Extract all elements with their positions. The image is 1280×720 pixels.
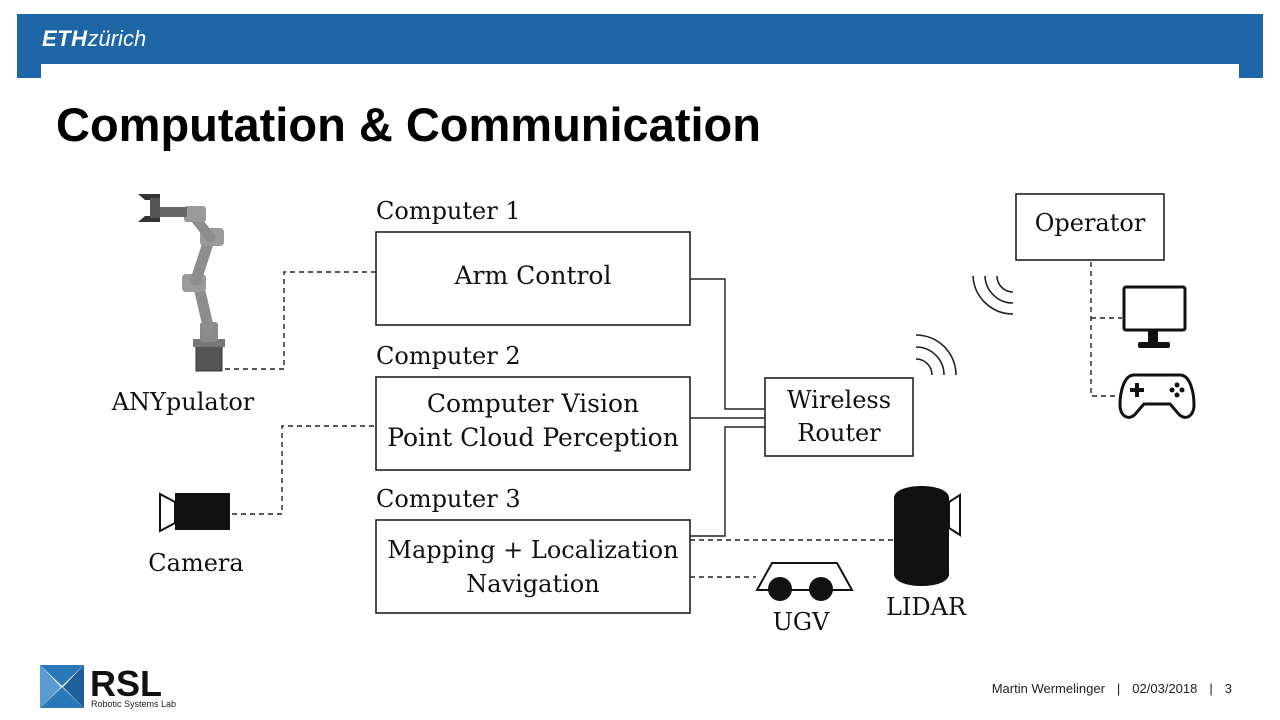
operator-wifi-signal-icon	[972, 275, 1014, 315]
computer3-task-2: Navigation	[466, 570, 599, 598]
router-label-2: Router	[797, 419, 881, 447]
ugv-icon	[755, 562, 854, 601]
router-wifi-signal-icon	[915, 334, 957, 376]
link-anypulator-computer1	[225, 271, 376, 370]
computer2-label: Computer 2	[376, 342, 521, 370]
computer1-task: Arm Control	[454, 261, 612, 290]
footer-page-number: 3	[1224, 681, 1232, 696]
slide-title: Computation & Communication	[56, 98, 761, 151]
link-computer1-router	[690, 278, 765, 410]
link-operator-devices	[1090, 262, 1122, 397]
rsl-logo: RSL	[40, 663, 162, 708]
operator-box	[1015, 193, 1165, 261]
operator-label: Operator	[1035, 209, 1146, 237]
header-bar-edge-left	[17, 64, 41, 78]
monitor-icon	[1122, 285, 1187, 348]
camera-icon	[159, 492, 230, 533]
router-box	[764, 377, 914, 457]
computer1-box	[375, 231, 691, 326]
camera-label: Camera	[148, 549, 243, 577]
robot-arm-icon	[138, 194, 225, 372]
footer-date: 02/03/2018	[1132, 681, 1198, 696]
anypulator-label: ANYpulator	[111, 388, 255, 416]
eth-zurich-logo: ETHzürich	[42, 26, 146, 52]
footer-separator: |	[1116, 681, 1121, 696]
rsl-logo-text: RSL	[90, 663, 162, 704]
link-camera-computer2	[232, 425, 376, 515]
gamepad-icon	[1118, 373, 1196, 419]
header-bar-edge-right	[1239, 64, 1263, 78]
rsl-logo-subtitle: Robotic Systems Lab	[91, 699, 177, 709]
computer2-task-2: Point Cloud Perception	[387, 423, 679, 452]
computer2-box	[375, 376, 691, 471]
computer3-label: Computer 3	[376, 485, 521, 513]
link-computer3-router	[690, 426, 765, 537]
computer2-task-1: Computer Vision	[427, 389, 639, 418]
footer-author: Martin Wermelinger	[991, 681, 1105, 696]
dashed-links	[225, 262, 1122, 578]
footer-info: Martin Wermelinger | 02/03/2018 | 3	[992, 681, 1232, 696]
computer3-box	[375, 519, 691, 614]
computer3-task-1: Mapping + Localization	[387, 536, 678, 564]
eth-logo-text: ETH	[42, 26, 88, 51]
connection-lines	[690, 278, 765, 537]
lidar-icon	[894, 486, 961, 586]
header-bar	[17, 14, 1263, 64]
router-label-1: Wireless	[787, 386, 891, 414]
ugv-label: UGV	[773, 608, 830, 636]
lidar-label: LIDAR	[886, 593, 967, 621]
computer1-label: Computer 1	[376, 197, 521, 225]
zurich-logo-text: zürich	[87, 26, 147, 51]
footer-separator: |	[1209, 681, 1213, 696]
